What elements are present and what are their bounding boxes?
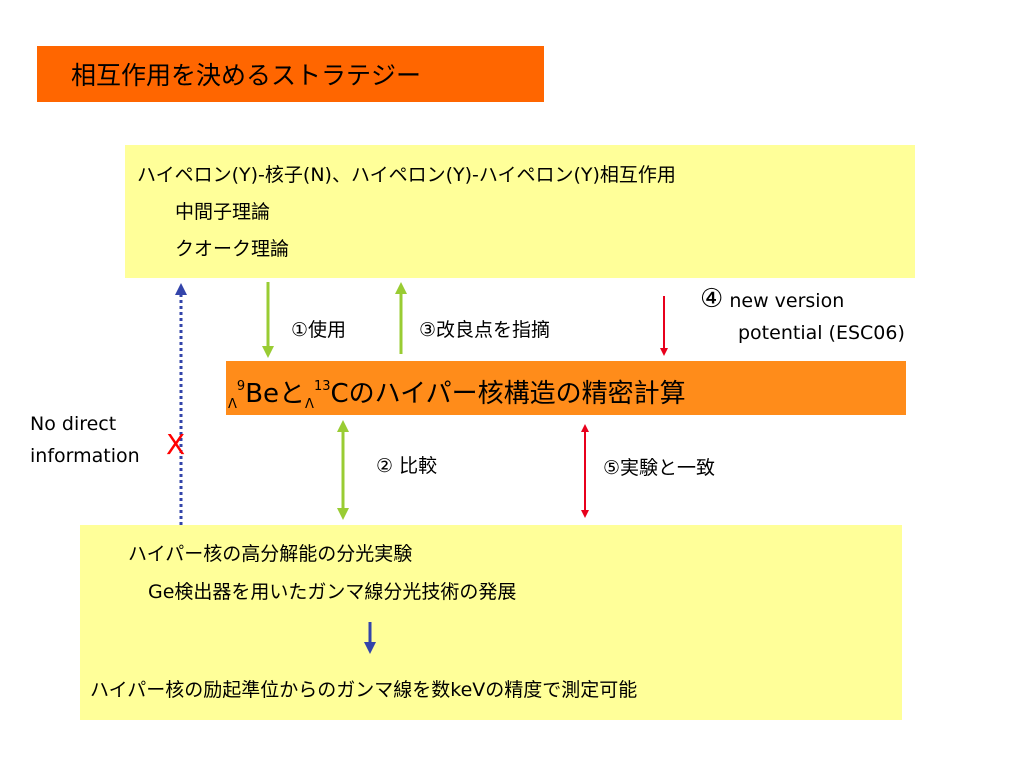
compare-label: ② 比較 — [376, 455, 438, 477]
lambda-subscript-1: Λ — [228, 397, 237, 413]
quark-theory-line: クオーク理論 — [175, 238, 290, 260]
cross-mark: X — [166, 428, 186, 461]
agree-label: ⑤実験と一致 — [603, 457, 716, 479]
mass-number-9: 9 — [236, 379, 246, 395]
improve-label: ③改良点を指摘 — [419, 319, 551, 341]
new-version-label: ④ new version potential (ESC06) — [700, 283, 905, 349]
use-label: ①使用 — [291, 319, 347, 341]
interaction-theory-box: ハイペロン(Y)-核子(N)、ハイペロン(Y)-ハイペロン(Y)相互作用 中間子… — [125, 145, 915, 278]
no-direct-line-1: No direct — [30, 413, 117, 435]
calculation-box: Λ9BeとΛ13Cのハイパー核構造の精密計算 — [226, 361, 906, 415]
experiment-box: ハイパー核の高分解能の分光実験 Ge検出器を用いたガンマ線分光技術の発展 ハイパ… — [80, 525, 902, 720]
ge-detector-line: Ge検出器を用いたガンマ線分光技術の発展 — [148, 581, 517, 603]
no-direct-line-2: information — [30, 445, 140, 467]
mass-number-13: 13 — [313, 379, 331, 395]
calculation-text: Λ9BeとΛ13Cのハイパー核構造の精密計算 — [228, 373, 686, 413]
spectroscopy-line: ハイパー核の高分解能の分光実験 — [128, 543, 413, 565]
title-text: 相互作用を決めるストラテジー — [71, 61, 422, 90]
step-4-number: ④ — [700, 284, 724, 314]
measurement-line: ハイパー核の励起準位からのガンマ線を数keVの精度で測定可能 — [90, 679, 638, 701]
potential-text: potential (ESC06) — [738, 322, 905, 344]
new-version-text: new version — [723, 290, 845, 312]
lambda-subscript-2: Λ — [305, 397, 314, 413]
interaction-line: ハイペロン(Y)-核子(N)、ハイペロン(Y)-ハイペロン(Y)相互作用 — [137, 164, 676, 186]
be-text: Beと — [245, 379, 306, 409]
no-direct-information-label: No direct information — [30, 408, 140, 472]
title-banner: 相互作用を決めるストラテジー — [37, 46, 544, 102]
meson-theory-line: 中間子理論 — [175, 201, 271, 223]
structure-calc-text: Cのハイパー核構造の精密計算 — [330, 379, 686, 409]
